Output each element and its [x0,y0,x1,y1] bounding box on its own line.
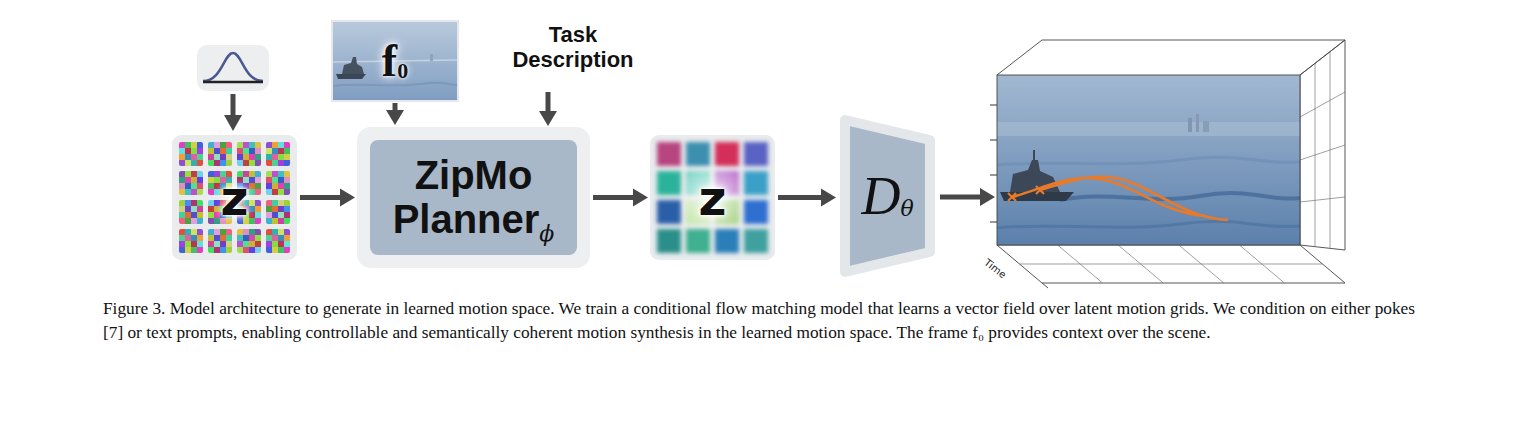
flow-line [300,195,342,200]
axis-label: Time [982,257,1008,281]
planner-box: ZipMo Plannerϕ [357,127,590,268]
flow-line [778,195,823,200]
grid-label: z [172,135,297,260]
arrow-head [340,189,355,207]
arrow-head [821,189,836,207]
flow-arrow [778,189,836,207]
arrow-head [633,189,648,207]
planner-core: ZipMo Plannerϕ [370,140,577,255]
motion-plot-art [990,40,1345,288]
flow-arrow [593,189,648,207]
planner-subscript: ϕ [539,221,554,246]
prior-badge [197,45,269,91]
flow-line [940,195,982,200]
latent-symbol: z [699,174,727,222]
latent-symbol: z [221,174,249,222]
flow-arrow [940,188,995,206]
planner-label: ZipMo Plannerϕ [379,154,569,240]
frame-photo [331,20,459,102]
motion-grid [650,135,775,260]
frame-subscript: 0 [397,58,408,84]
decoder-trapezoid: Dθ [838,113,937,279]
frame-symbol: f [382,38,397,84]
decoder-shape [845,120,930,272]
flow-arrow [300,189,355,207]
planner-name: ZipMo Planner [393,153,540,240]
decoder-name: D [861,169,900,223]
motion-plot: Time [997,75,1300,245]
latent-grid: z [172,135,297,260]
frame-image: f0 [333,22,457,100]
decoder-label: Dθ [838,113,937,279]
latent-grid: z [650,135,775,260]
frame-label: f0 [333,22,457,100]
prior-arrow [224,94,242,131]
input-label: Task Description [498,22,648,73]
task-arrow [539,92,557,126]
noise-grid [172,135,297,260]
flow-line [593,195,635,200]
flow-arrow [386,103,404,125]
figure-caption: Figure 3. Model architecture to generate… [103,297,1415,345]
arrow-head [980,188,995,206]
grid-label: z [650,135,775,260]
gaussian-baseline [203,81,263,84]
decoder-subscript: θ [900,196,913,221]
gaussian-curve [203,53,263,81]
arrow-head [386,110,404,125]
